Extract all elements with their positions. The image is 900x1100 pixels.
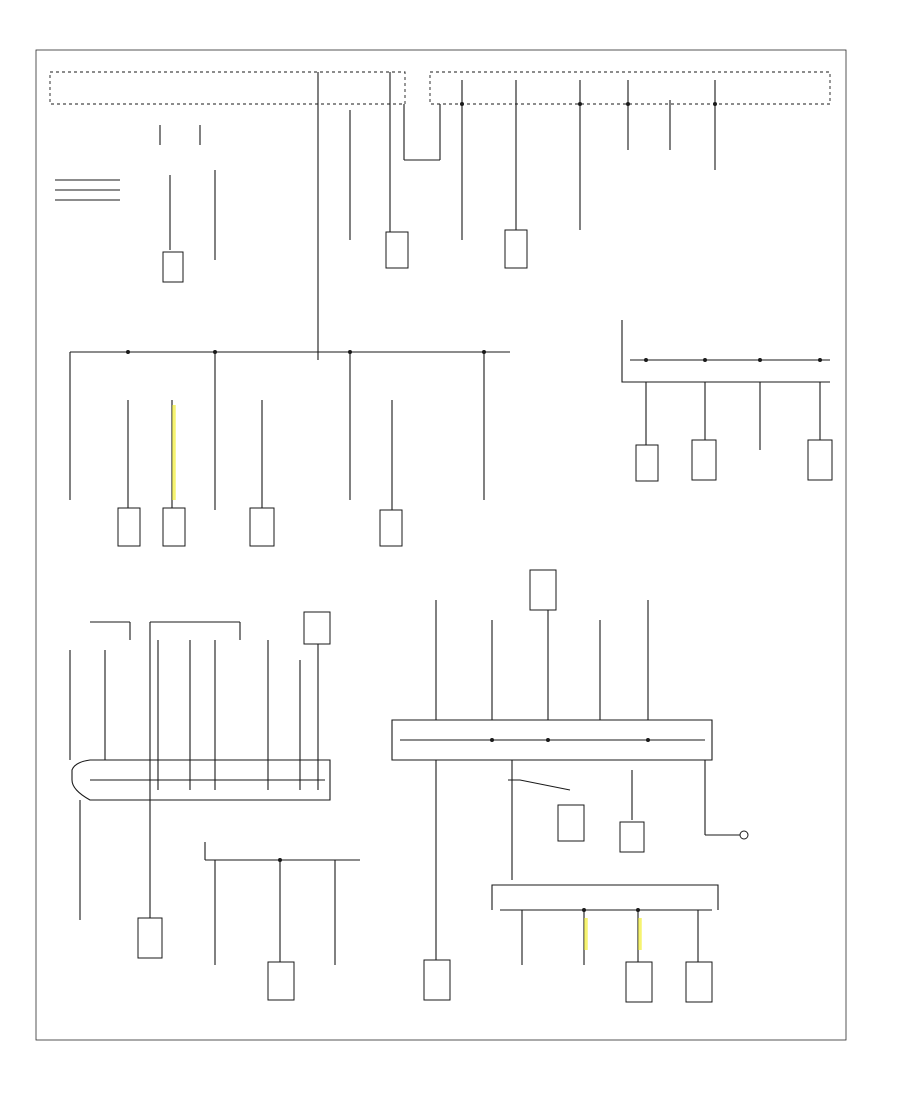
bottom-middle-section: [204, 842, 360, 965]
component-box: [685, 961, 713, 1003]
lower-bus: [491, 884, 719, 965]
component-box: [529, 569, 557, 611]
component-box: [162, 251, 184, 283]
component-box: [137, 917, 163, 959]
component-box: [379, 509, 403, 547]
component-box: [635, 444, 659, 482]
component-box: [625, 961, 653, 1003]
left-junction-box: [49, 71, 441, 360]
lower-right-section: [435, 760, 749, 960]
component-box: [619, 821, 645, 853]
component-box: [249, 507, 275, 547]
component-box: [691, 439, 717, 481]
component-box: [303, 611, 331, 645]
component-box: [385, 231, 409, 269]
right-junction-box: [429, 71, 831, 240]
component-box: [162, 507, 186, 547]
central-junction-bar: [391, 569, 713, 761]
middle-left-section: [69, 621, 331, 920]
component-box: [807, 439, 833, 481]
component-box: [557, 804, 585, 842]
component-box: [117, 507, 141, 547]
component-box: [504, 229, 528, 269]
component-box: [267, 961, 295, 1001]
right-bus-group: [621, 320, 830, 450]
component-box: [423, 959, 451, 1001]
bus-line-1: [69, 350, 510, 515]
diagram-frame: [35, 49, 847, 1041]
